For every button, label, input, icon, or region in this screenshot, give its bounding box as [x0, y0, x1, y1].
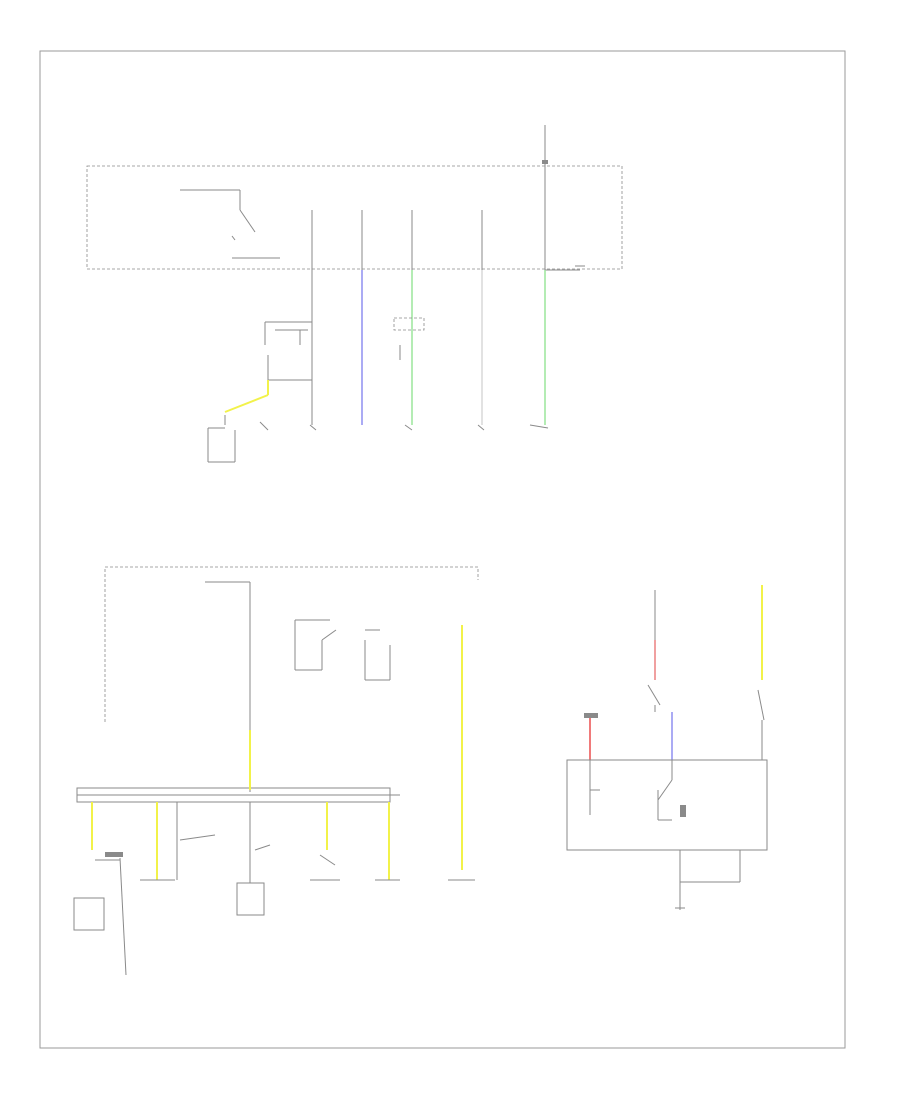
right-module-box	[566, 759, 768, 851]
bottom-left-circuit	[73, 566, 479, 976]
bottom-right-circuit	[566, 585, 768, 910]
top-circuit	[86, 125, 623, 463]
diagram-border	[39, 50, 846, 1049]
control-module-box	[86, 165, 623, 270]
